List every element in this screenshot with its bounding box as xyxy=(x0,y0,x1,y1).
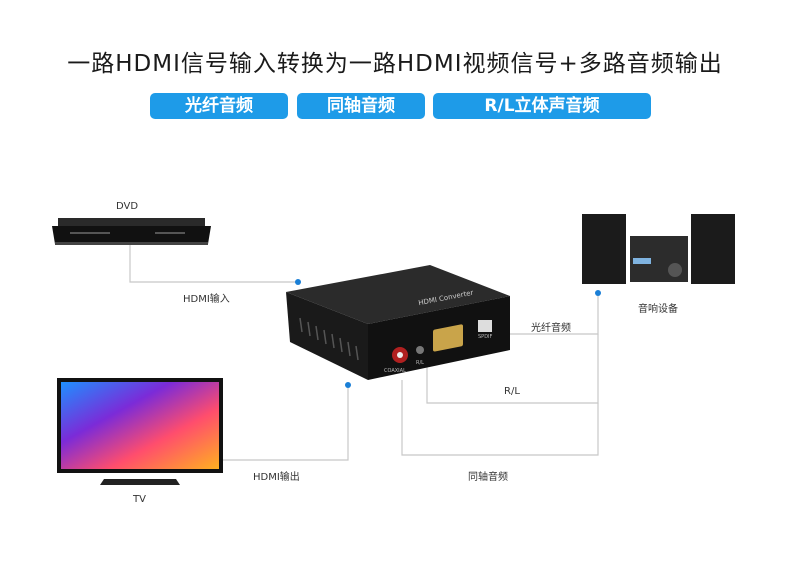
hdmi-output-label: HDMI输出 xyxy=(253,472,300,483)
hdmi-converter-box xyxy=(286,265,510,380)
connection-lines xyxy=(129,245,599,461)
optical-label: 光纤音频 xyxy=(531,323,571,334)
feature-optical: 光纤音频 xyxy=(150,93,288,119)
rl-label: R/L xyxy=(504,386,520,397)
port-coaxial: COAXIAL xyxy=(384,368,406,374)
feature-rl-stereo: R/L立体声音频 xyxy=(433,93,651,119)
speakers-label: 音响设备 xyxy=(638,304,678,315)
hdmi-input-label: HDMI输入 xyxy=(183,294,230,305)
speaker-system xyxy=(582,214,735,284)
coaxial-label: 同轴音频 xyxy=(468,472,508,483)
tv-label: TV xyxy=(133,494,146,505)
port-rl: R/L xyxy=(416,360,424,366)
dvd-player xyxy=(52,218,211,245)
page-title: 一路HDMI信号输入转换为一路HDMI视频信号+多路音频输出 xyxy=(67,51,723,77)
port-spdif: SPDIF xyxy=(478,334,493,340)
dvd-label: DVD xyxy=(116,201,139,212)
tv-set xyxy=(57,378,223,485)
connection-dots xyxy=(295,279,601,388)
feature-coaxial: 同轴音频 xyxy=(297,93,425,119)
